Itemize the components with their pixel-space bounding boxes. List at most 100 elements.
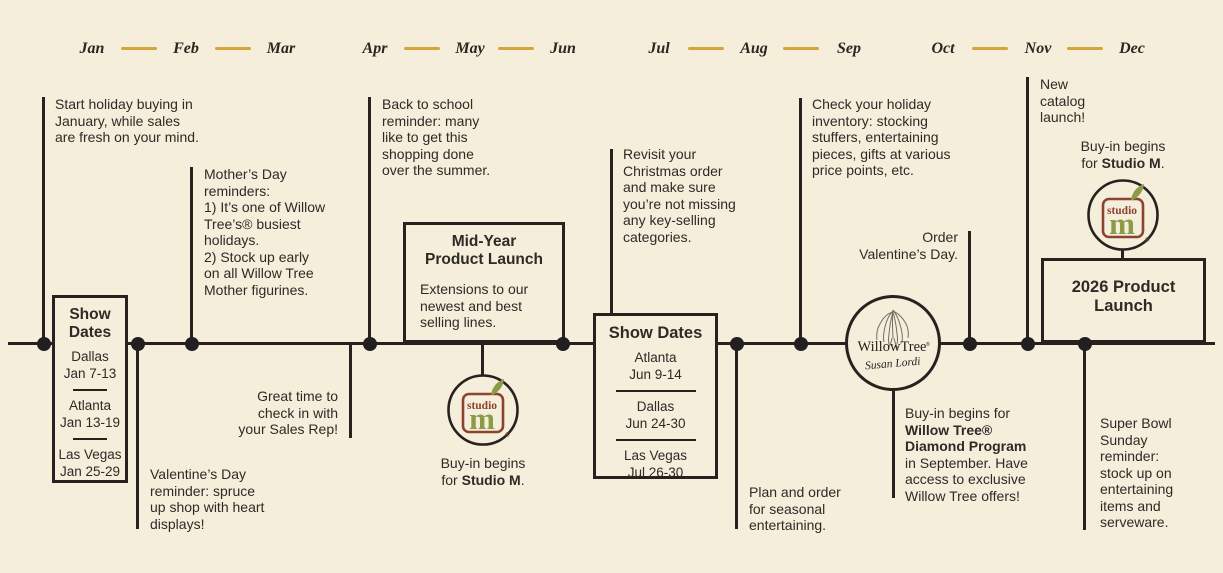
month-sep: Sep <box>837 40 861 57</box>
willow-tree-art: WillowTree ® Susan Lordi <box>858 309 930 373</box>
connector-inventory <box>799 98 802 343</box>
month-dash <box>972 47 1008 50</box>
month-jan: Jan <box>79 40 105 57</box>
show-dates: Jan 25-29 <box>59 463 121 479</box>
show-dates-jun-box: Show Dates Atlanta Jun 9-14 Dallas Jun 2… <box>593 313 718 481</box>
logo-frame <box>461 392 505 434</box>
connector-super-bowl <box>1083 343 1086 530</box>
month-dash <box>215 47 251 50</box>
show-entry: Las Vegas Jan 25-29 <box>55 447 125 480</box>
logo-circle <box>447 374 519 446</box>
show-dates-jun-title: Show Dates <box>608 324 703 342</box>
logo-circle <box>1087 179 1159 251</box>
show-entry: Dallas Jun 24-30 <box>596 399 715 432</box>
timeline-dot <box>37 337 51 351</box>
show-dates: Jun 24-30 <box>625 415 686 431</box>
studio-m-logo: studio m ® <box>447 374 519 446</box>
connector-studio-m-left <box>481 343 484 376</box>
connector-studio-m-right <box>1121 250 1124 260</box>
willow-tree-wordmark: WillowTree <box>858 339 927 355</box>
timeline-dot <box>794 337 808 351</box>
month-dash <box>498 47 534 50</box>
registered-mark: ® <box>926 341 930 348</box>
divider <box>73 438 107 440</box>
leaf-icon <box>1131 184 1144 200</box>
show-dates: Jan 7-13 <box>63 365 117 381</box>
connector-diamond <box>892 388 895 498</box>
registered-mark: ® <box>1145 237 1150 244</box>
month-aug: Aug <box>740 40 768 57</box>
show-entry: Atlanta Jun 9-14 <box>596 350 715 383</box>
show-dates: Jan 13-19 <box>59 414 121 430</box>
timeline-dot <box>363 337 377 351</box>
studio-letter-m: m <box>469 401 495 436</box>
timeline-dot <box>963 337 977 351</box>
studio-letter-m: m <box>1109 206 1135 241</box>
month-dash <box>1067 47 1103 50</box>
connector-start-holiday <box>42 97 45 343</box>
connector-new-catalog <box>1026 77 1029 343</box>
willow-tree-sketch-icon <box>876 309 909 349</box>
month-dash <box>404 47 440 50</box>
month-feb: Feb <box>173 40 199 57</box>
month-jun: Jun <box>550 40 576 57</box>
show-dates: Jun 9-14 <box>629 366 682 382</box>
studio-word: studio <box>1107 205 1137 217</box>
divider <box>73 389 107 391</box>
connector-mothers-day <box>190 167 193 343</box>
month-mar: Mar <box>266 40 296 57</box>
timeline-dot <box>1021 337 1035 351</box>
connector-revisit <box>610 149 613 315</box>
logo-frame <box>1101 197 1145 239</box>
timeline-dot <box>131 337 145 351</box>
month-oct: Oct <box>931 40 955 57</box>
month-dec: Dec <box>1119 40 1145 57</box>
show-entry: Las Vegas Jul 26-30 <box>596 448 715 481</box>
connector-plan-order <box>735 343 738 529</box>
show-city: Atlanta <box>634 350 677 365</box>
month-apr: Apr <box>362 40 388 57</box>
month-dash <box>783 47 819 50</box>
show-city: Las Vegas <box>623 448 688 463</box>
show-city: Atlanta <box>68 398 112 413</box>
month-jul: Jul <box>648 40 670 57</box>
show-city: Dallas <box>71 349 109 364</box>
registered-mark: ® <box>505 432 510 439</box>
connector-order-valentines <box>968 231 971 343</box>
susan-lordi-signature: Susan Lordi <box>865 356 921 373</box>
divider <box>615 390 696 392</box>
timeline-dot <box>1078 337 1092 351</box>
studio-m-logo: studio m ® <box>1087 179 1159 251</box>
show-dates: Jul 26-30 <box>627 464 684 480</box>
month-nov: Nov <box>1024 40 1052 57</box>
show-entry: Atlanta Jan 13-19 <box>55 398 125 431</box>
timeline-dot <box>556 337 570 351</box>
connector-back-to-school <box>368 97 371 343</box>
studio-word: studio <box>467 400 497 412</box>
timeline-dot <box>730 337 744 351</box>
willow-tree-logo: WillowTree ® Susan Lordi <box>845 295 941 391</box>
connector-sales-rep <box>349 343 352 438</box>
connector-valentines <box>136 343 139 529</box>
